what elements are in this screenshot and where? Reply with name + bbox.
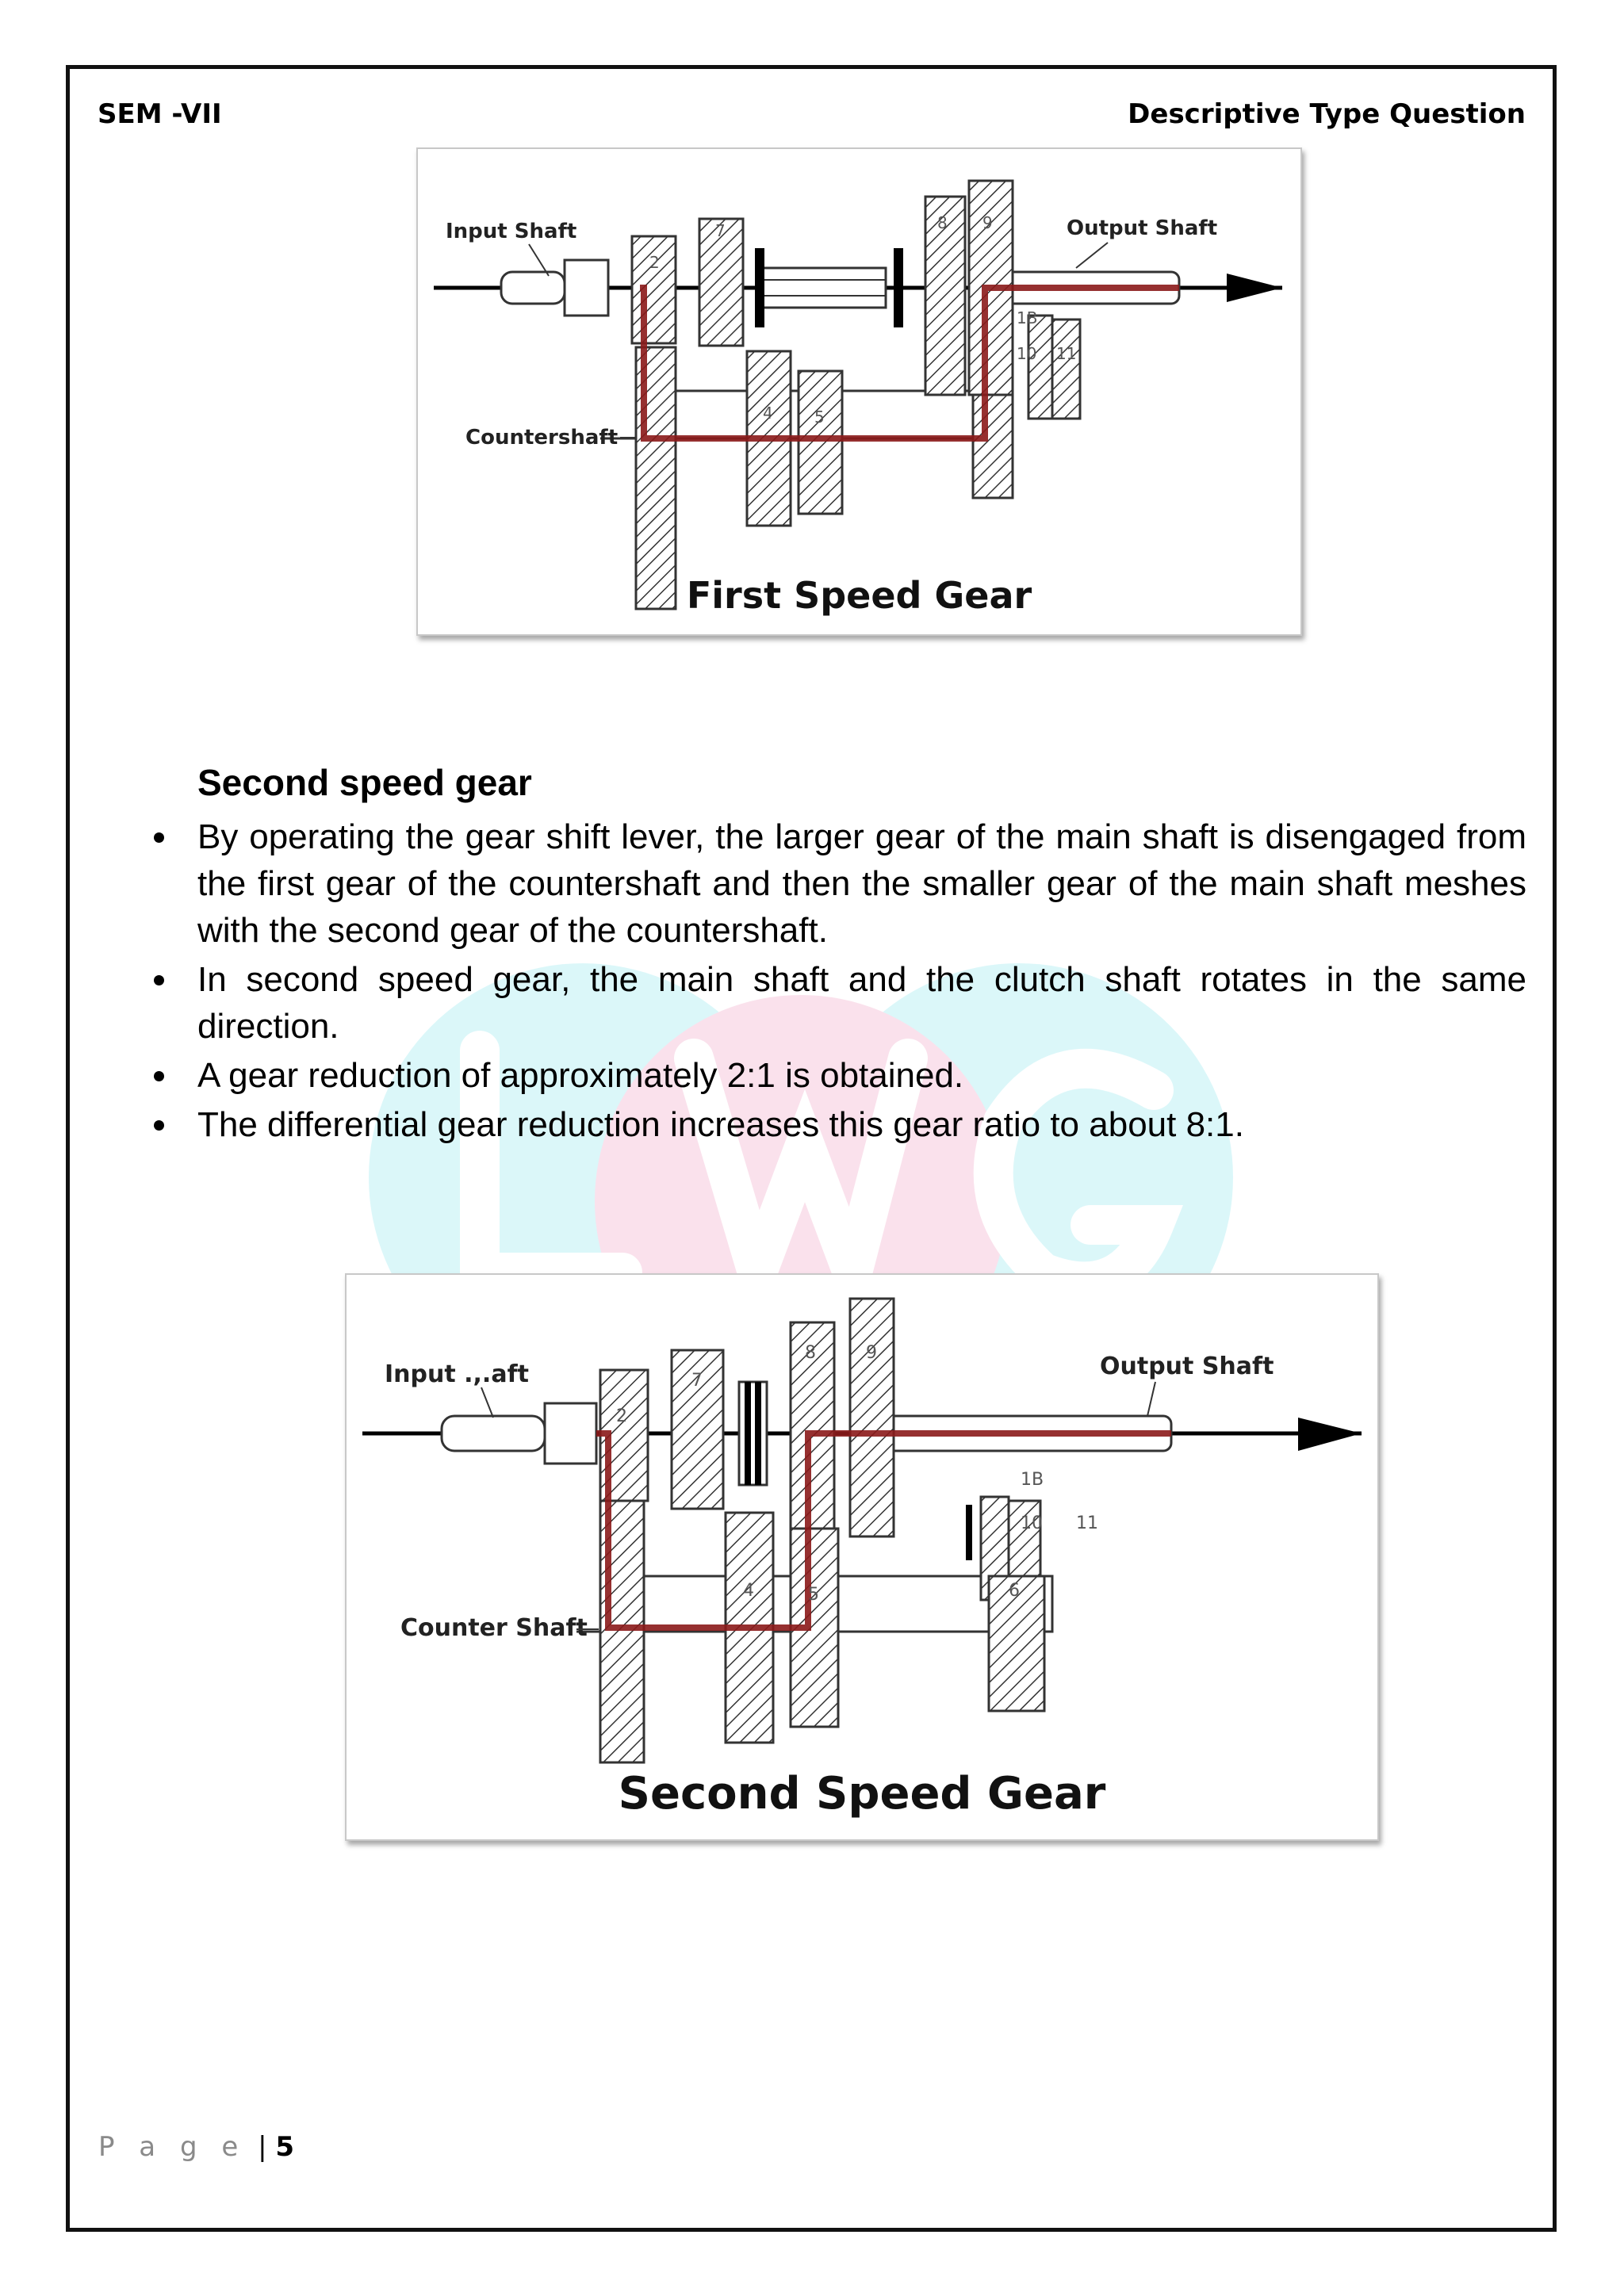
fig1-gear-7-label: 7 [715,221,726,240]
fig2-output-shaft-label: Output Shaft [1100,1353,1274,1380]
first-speed-gear-figure: Input Shaft Output Shaft Countershaft 2 … [416,147,1302,636]
bullet-item: A gear reduction of approximately 2:1 is… [154,1052,1526,1099]
header-doc-type: Descriptive Type Question [1128,98,1526,130]
fig1-gear-1b-label: 1B [1017,308,1037,327]
fig1-gear-10-label: 10 [1017,344,1036,363]
fig1-countershaft-label: Countershaft [465,426,618,450]
fig1-gear-8-label: 8 [937,213,948,232]
fig2-gear-11-label: 11 [1076,1513,1098,1533]
bullet-item: The differential gear reduction increase… [154,1101,1526,1148]
fig1-gear-2-label: 2 [649,253,660,272]
section-title: Second speed gear [197,762,532,803]
page-border [66,65,1557,2232]
bullet-item: By operating the gear shift lever, the l… [154,813,1526,954]
fig2-gear-9-label: 9 [866,1343,877,1363]
fig1-gear-5-label: 5 [814,408,825,427]
second-speed-gear-diagram: Input .,.aft Output Shaft Counter Shaft … [362,1297,1362,1764]
bullet-item: In second speed gear, the main shaft and… [154,956,1526,1050]
header-semester: SEM -VII [98,98,222,130]
fig2-countershaft-label: Counter Shaft [400,1614,588,1642]
fig1-output-shaft-label: Output Shaft [1067,216,1217,240]
fig1-gear-9-label: 9 [982,213,993,232]
page-footer: P a g e | 5 [98,2131,294,2163]
footer-page-number: 5 [275,2131,295,2163]
fig1-input-shaft-label: Input Shaft [446,220,576,243]
fig2-gear-2-label: 2 [616,1406,627,1426]
fig2-gear-7-label: 7 [691,1371,703,1391]
footer-separator: | [258,2131,267,2163]
fig2-gear-6-label: 6 [1009,1581,1020,1601]
fig2-gear-10-label: 10 [1021,1513,1043,1533]
fig2-gear-5-label: 5 [808,1585,819,1605]
fig2-caption: Second Speed Gear [618,1768,1106,1820]
bullet-list: By operating the gear shift lever, the l… [154,813,1526,1150]
fig2-input-shaft-label: Input .,.aft [385,1360,529,1388]
first-speed-gear-diagram: Input Shaft Output Shaft Countershaft 2 … [434,179,1282,610]
footer-page-label: P a g e [98,2131,247,2163]
fig2-gear-1b-label: 1B [1021,1470,1044,1490]
fig2-gear-4-label: 4 [743,1581,754,1601]
fig2-gear-8-label: 8 [805,1343,816,1363]
fig1-gear-4-label: 4 [763,404,773,423]
second-speed-gear-figure: Input .,.aft Output Shaft Counter Shaft … [345,1273,1379,1841]
fig1-gear-11-label: 11 [1056,344,1076,363]
fig1-caption: First Speed Gear [686,574,1032,617]
